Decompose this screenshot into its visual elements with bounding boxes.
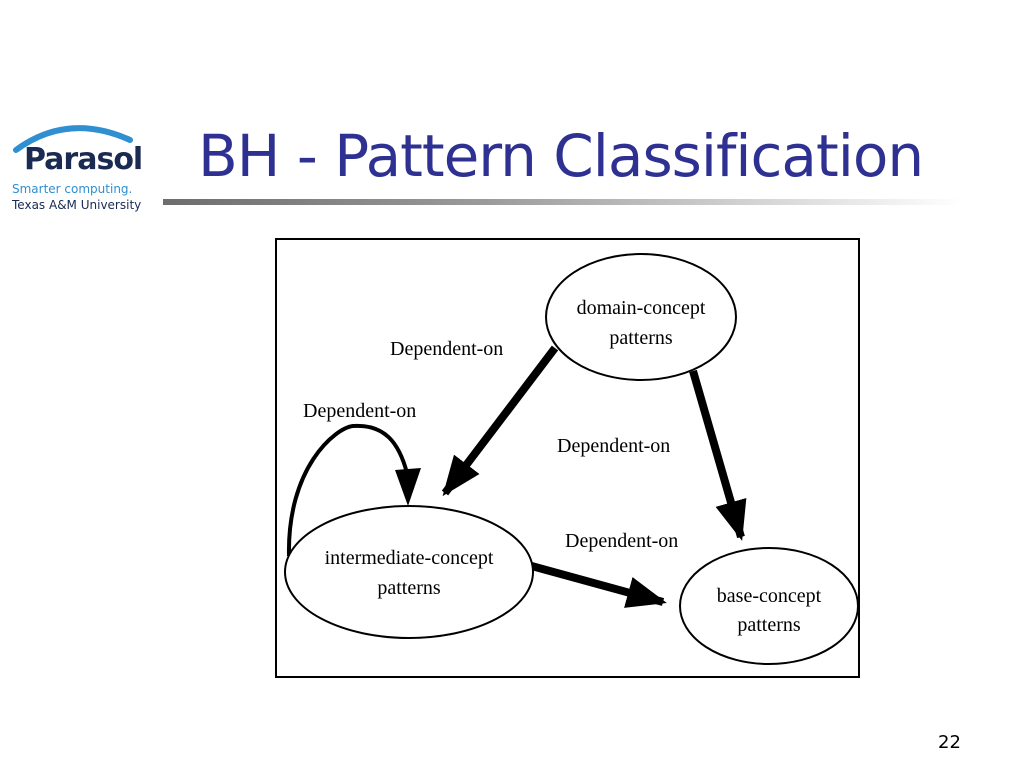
intermediate-node-label-line1: intermediate-concept bbox=[325, 547, 494, 569]
page-number: 22 bbox=[938, 732, 961, 753]
intermediate-node-label-line2: patterns bbox=[377, 577, 441, 599]
edge-domain-to-intermediate bbox=[441, 345, 559, 497]
logo-arc-icon bbox=[13, 125, 133, 153]
edge-intermediate-to-base bbox=[526, 561, 667, 608]
parasol-logo: Parasol Smarter computing. Texas A&M Uni… bbox=[8, 118, 158, 218]
edge-label-intermediate-to-base: Dependent-on bbox=[565, 530, 678, 552]
title-divider bbox=[163, 199, 963, 205]
base-node-label-line2: patterns bbox=[737, 614, 801, 636]
base-node-label-line1: base-concept bbox=[717, 585, 822, 607]
slide-title: BH - Pattern Classification bbox=[198, 122, 924, 190]
edge-label-domain-to-intermediate: Dependent-on bbox=[390, 338, 503, 360]
domain-node-label-line2: patterns bbox=[609, 327, 673, 349]
edge-label-domain-to-base: Dependent-on bbox=[557, 435, 670, 457]
edge-domain-to-base bbox=[689, 369, 747, 541]
node-intermediate-concept bbox=[284, 505, 534, 639]
domain-node-label-line1: domain-concept bbox=[577, 297, 706, 319]
logo-university: Texas A&M University bbox=[12, 198, 142, 212]
self-loop-arrowhead bbox=[395, 468, 421, 506]
node-base-concept bbox=[679, 547, 859, 665]
logo-wordmark: Parasol bbox=[24, 142, 143, 177]
logo-tagline: Smarter computing. bbox=[12, 182, 133, 196]
node-domain-concept bbox=[545, 253, 737, 381]
pattern-classification-diagram: domain-concept patterns intermediate-con… bbox=[275, 238, 860, 678]
edge-label-self-loop: Dependent-on bbox=[303, 400, 416, 422]
edge-self-loop bbox=[286, 423, 409, 557]
